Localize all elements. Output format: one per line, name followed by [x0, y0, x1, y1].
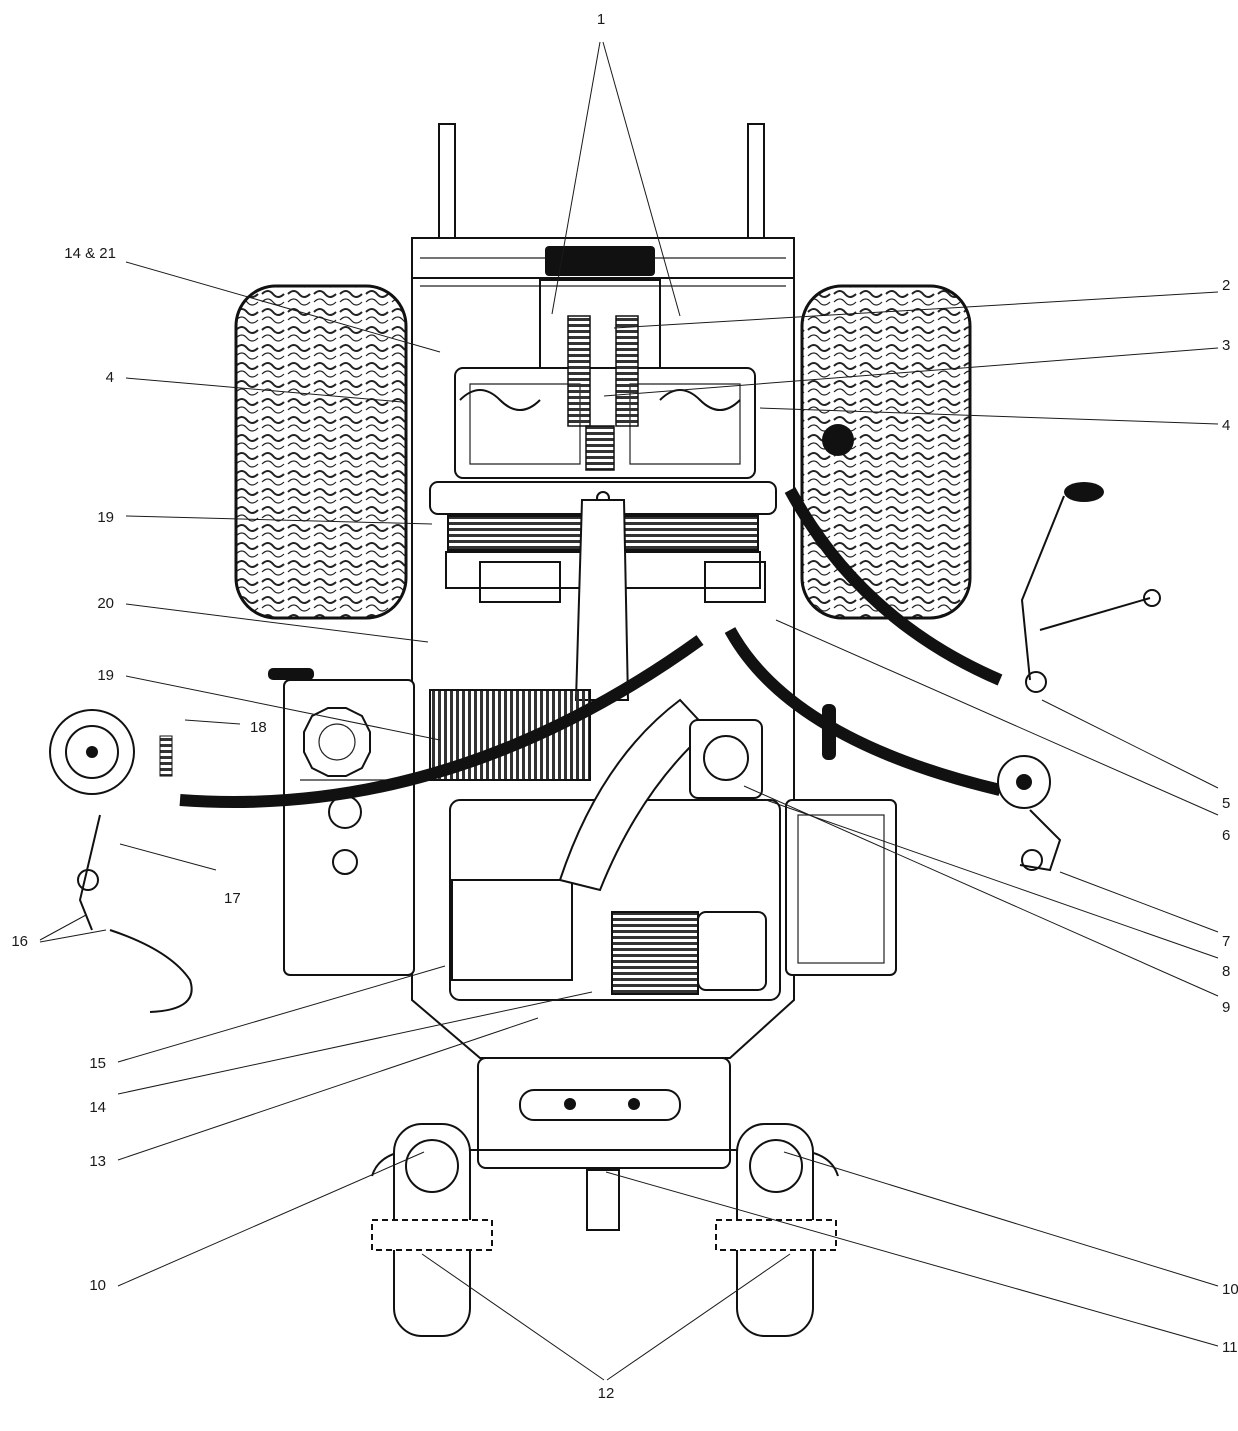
callout-19-lower: 19 — [97, 667, 114, 684]
left-caster-wheel — [371, 1123, 493, 1337]
right-idler-pulley — [724, 627, 1062, 872]
callout-4-left: 4 — [106, 369, 114, 386]
callout-2: 2 — [1222, 277, 1230, 294]
callout-17: 17 — [224, 890, 241, 907]
drive-shaft — [574, 499, 630, 701]
callout-18: 18 — [250, 719, 267, 736]
callout-3: 3 — [1222, 337, 1230, 354]
callout-10-left: 10 — [89, 1277, 106, 1294]
callout-8: 8 — [1222, 963, 1230, 980]
callout-6: 6 — [1222, 827, 1230, 844]
mower-illustration — [49, 123, 1161, 1337]
callout-10-right: 10 — [1222, 1281, 1238, 1298]
leader-lines — [39, 41, 1219, 1381]
callout-7: 7 — [1222, 933, 1230, 950]
callout-12: 12 — [598, 1385, 615, 1402]
left-clutch-pulley — [49, 635, 704, 1013]
callout-9: 9 — [1222, 999, 1230, 1016]
handle-posts — [438, 123, 765, 251]
callout-4-right: 4 — [1222, 417, 1230, 434]
fuel-tank — [268, 668, 415, 976]
callout-labels: 1 2 3 4 4 5 6 7 8 9 10 10 11 12 13 14 14… — [11, 11, 1238, 1402]
right-caster-wheel — [715, 1123, 837, 1337]
callout-14-and-21: 14 & 21 — [64, 245, 116, 262]
callout-1: 1 — [597, 11, 605, 28]
caster-assembly — [371, 1057, 839, 1231]
callout-14: 14 — [89, 1099, 106, 1116]
callout-15: 15 — [89, 1055, 106, 1072]
engine — [429, 689, 897, 1001]
speed-control-lever — [784, 424, 1161, 693]
control-console — [454, 246, 756, 479]
callout-5: 5 — [1222, 795, 1230, 812]
callout-19-upper: 19 — [97, 509, 114, 526]
callout-11: 11 — [1222, 1339, 1238, 1356]
control-springs — [567, 315, 639, 471]
callout-13: 13 — [89, 1153, 106, 1170]
left-drive-tire — [234, 284, 408, 620]
callout-16: 16 — [11, 933, 28, 950]
right-drive-tire — [800, 284, 972, 620]
callout-20: 20 — [97, 595, 114, 612]
